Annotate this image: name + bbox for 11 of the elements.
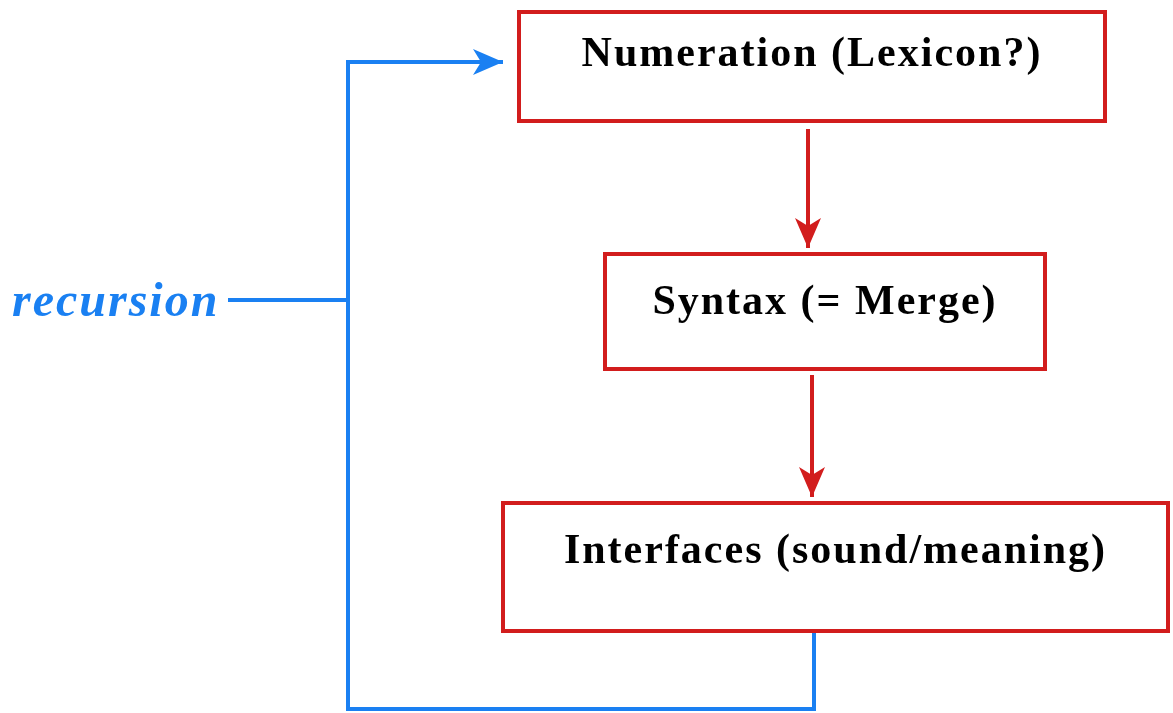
recursion-label: recursion <box>12 277 228 323</box>
process-box <box>501 501 1170 633</box>
arrow <box>799 375 825 497</box>
process-box <box>603 252 1047 371</box>
process-box <box>517 10 1107 123</box>
box-title: Interfaces (sound/meaning) <box>562 525 1109 573</box>
box-title: Syntax (= Merge) <box>651 276 999 324</box>
box-title: Numeration (Lexicon?) <box>580 28 1044 76</box>
arrow <box>346 49 816 711</box>
arrow <box>795 129 821 248</box>
leader-line <box>228 298 348 302</box>
